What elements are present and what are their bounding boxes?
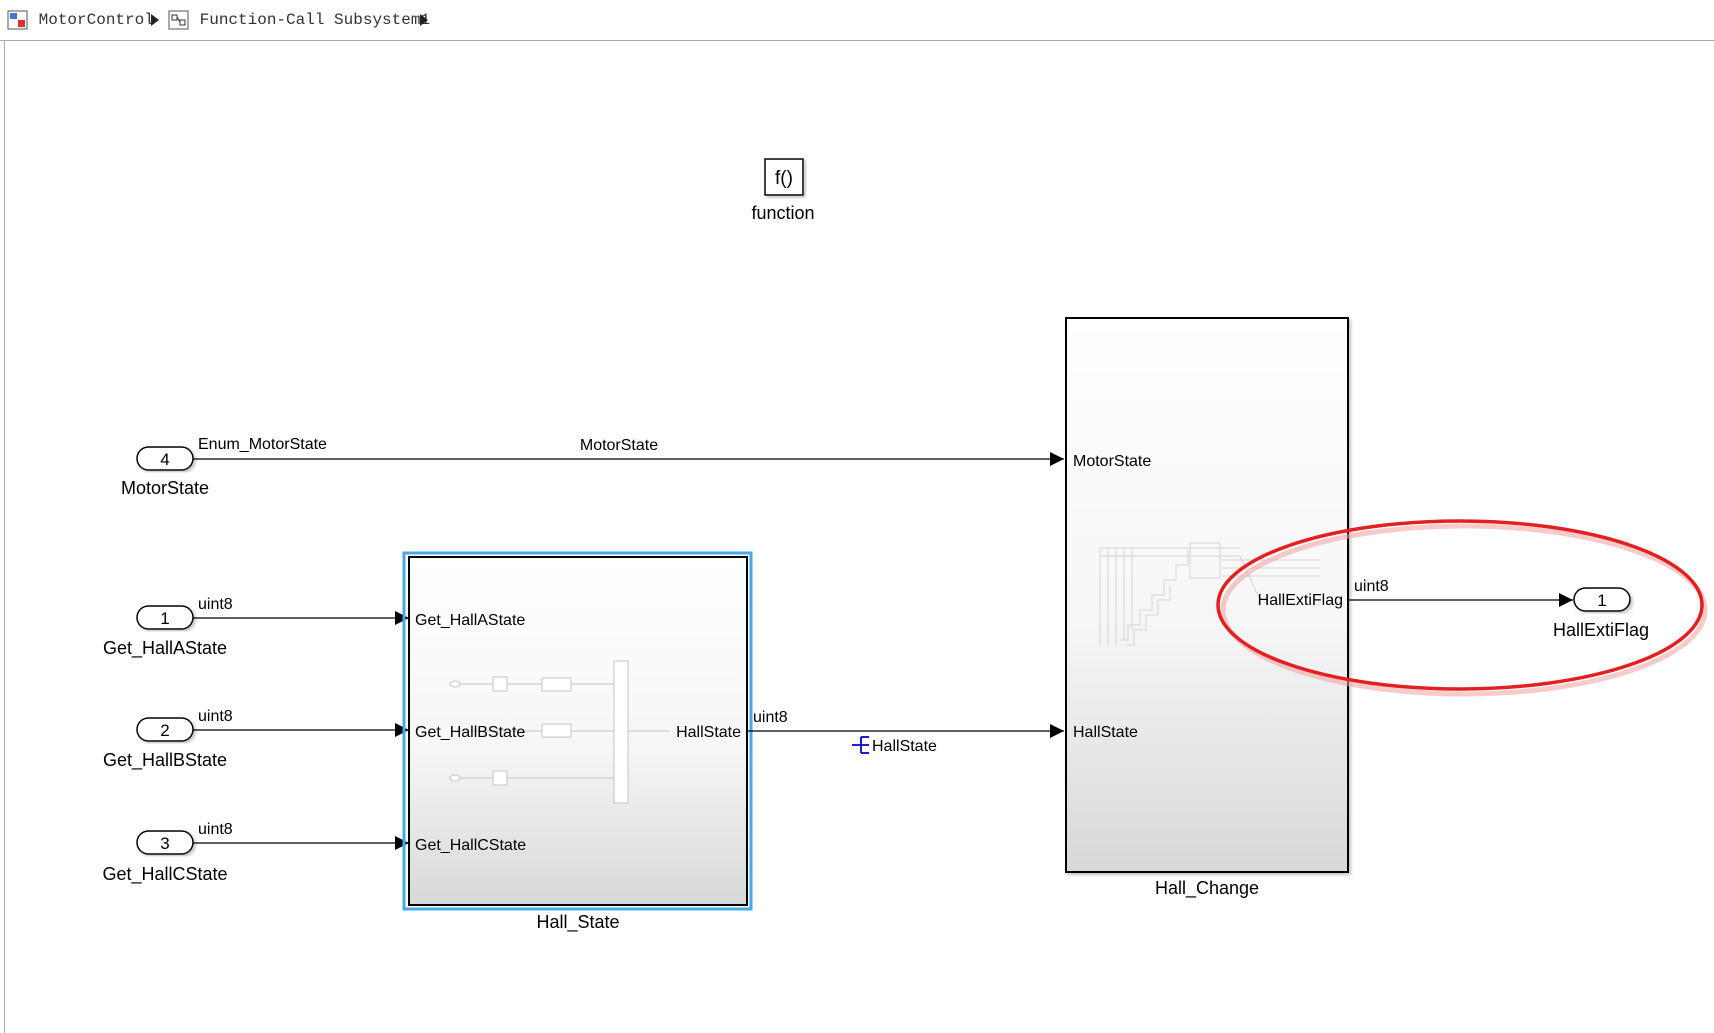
port-label: Get_HallBState bbox=[415, 724, 525, 741]
inport-motorstate[interactable]: 4 bbox=[136, 446, 194, 471]
port-label: HallState bbox=[1073, 724, 1138, 741]
subsystem-icon bbox=[168, 10, 189, 30]
breadcrumb-item-motorcontrol[interactable]: MotorControl bbox=[7, 10, 154, 30]
port-label: Get_HallCState bbox=[415, 837, 526, 854]
model-icon bbox=[7, 10, 28, 30]
port-label: MotorState bbox=[1073, 453, 1151, 470]
signal-type-label: uint8 bbox=[198, 708, 233, 725]
signal-name-label: MotorState bbox=[580, 437, 658, 454]
signal-type-label: uint8 bbox=[1354, 578, 1389, 595]
breadcrumb-item-function-call-subsystem1[interactable]: Function-Call Subsystem1 bbox=[168, 10, 430, 30]
inport-name: Get_HallCState bbox=[102, 864, 227, 885]
outport-hallextiflag[interactable]: 1 bbox=[1573, 587, 1631, 612]
hall-state-subsystem[interactable]: Get_HallAState Get_HallBState Get_HallCS… bbox=[402, 551, 753, 911]
trigger-symbol: f() bbox=[775, 168, 793, 189]
signal-type-label: uint8 bbox=[198, 596, 233, 613]
port-label: HallState bbox=[676, 724, 741, 741]
inport-name: MotorState bbox=[121, 478, 209, 498]
port-label: HallExtiFlag bbox=[1258, 592, 1343, 609]
subsystem-preview-icon bbox=[1099, 542, 1320, 646]
hall-change-subsystem[interactable]: MotorState HallState HallExtiFlag bbox=[1065, 317, 1349, 873]
signal-name-label: HallState bbox=[872, 738, 937, 755]
port-label: Get_HallAState bbox=[415, 612, 525, 629]
outport-number: 1 bbox=[1597, 591, 1606, 610]
inport-get-hallcstate[interactable]: 3 bbox=[136, 830, 194, 855]
inport-name: Get_HallBState bbox=[103, 750, 227, 771]
annotation-ellipse bbox=[1216, 519, 1708, 697]
signal-type-label: uint8 bbox=[198, 821, 233, 838]
breadcrumb-arrow-icon bbox=[420, 14, 428, 26]
trigger-port-block[interactable]: f() bbox=[764, 158, 804, 196]
breadcrumb: MotorControl Function-Call Subsystem1 bbox=[0, 0, 1714, 41]
inport-number: 1 bbox=[160, 609, 169, 628]
block-name: Hall_State bbox=[536, 912, 619, 933]
breadcrumb-label: MotorControl bbox=[38, 11, 154, 30]
breadcrumb-arrow-icon bbox=[151, 14, 159, 26]
bus-icon bbox=[852, 736, 869, 754]
outport-name: HallExtiFlag bbox=[1553, 620, 1649, 640]
inport-number: 4 bbox=[160, 450, 169, 469]
inport-name: Get_HallAState bbox=[103, 638, 227, 659]
breadcrumb-label: Function-Call Subsystem1 bbox=[199, 11, 431, 30]
inport-number: 3 bbox=[160, 834, 169, 853]
trigger-port-label: function bbox=[751, 203, 814, 223]
inport-number: 2 bbox=[160, 721, 169, 740]
canvas-border bbox=[4, 41, 5, 1033]
signal-type-label: uint8 bbox=[753, 709, 788, 726]
inport-get-hallastate[interactable]: 1 bbox=[136, 605, 194, 630]
subsystem-preview-icon bbox=[449, 660, 670, 804]
inport-get-hallbstate[interactable]: 2 bbox=[136, 717, 194, 742]
block-name: Hall_Change bbox=[1155, 878, 1259, 899]
signal-type-label: Enum_MotorState bbox=[198, 436, 327, 453]
